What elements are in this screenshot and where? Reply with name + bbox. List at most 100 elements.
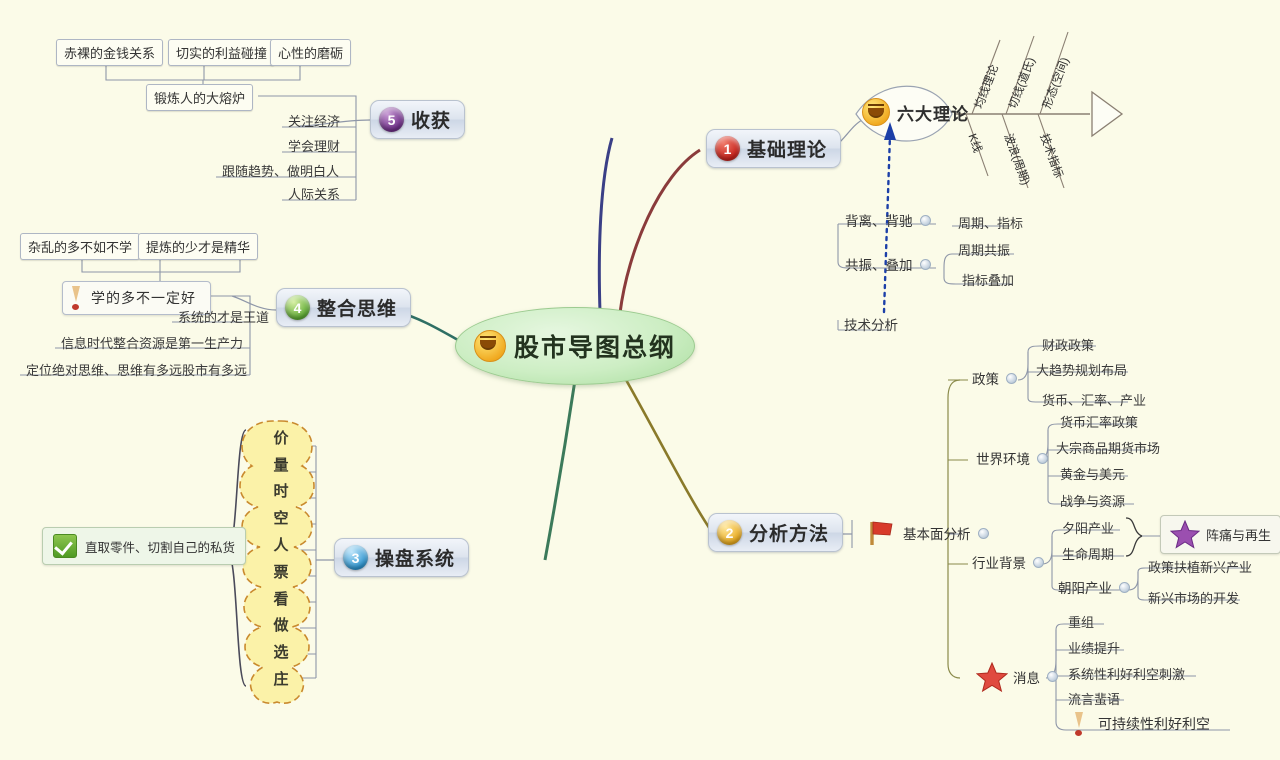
integration-leaf-2[interactable]: 信息时代整合资源是第一生产力 — [61, 336, 244, 351]
harvest-top-box-3[interactable]: 心性的磨砺 — [270, 39, 352, 66]
branch-badge: 2 — [717, 520, 742, 545]
branch-integration-label: 整合思维 — [317, 299, 398, 320]
tech-row-2[interactable]: 共振、叠加 — [845, 254, 931, 274]
red-flag-icon — [866, 520, 896, 546]
fundamental-analysis-label: 基本面分析 — [903, 527, 971, 542]
group-policy[interactable]: 政策 — [972, 368, 1017, 388]
branch-basic-theory[interactable]: 1 基础理论 — [706, 129, 842, 168]
branch-analysis-method-label: 分析方法 — [749, 524, 830, 545]
cloud-item-10: 庄 — [273, 671, 289, 689]
news-child-3[interactable]: 系统性利好利空刺激 — [1068, 667, 1186, 682]
trading-system-cloud[interactable]: 价 量 时 空 人 票 看 做 选 庄 — [248, 418, 314, 698]
green-check-icon — [53, 534, 77, 558]
news-child-1[interactable]: 重组 — [1068, 615, 1095, 630]
fishbone-bottom-3[interactable]: 技术指标 — [1037, 132, 1065, 180]
sunset-note-label: 阵痛与再生 — [1206, 528, 1272, 543]
harvest-leaf-3[interactable]: 跟随趋势、做明白人 — [222, 164, 340, 179]
bullet-dot-icon — [1006, 372, 1017, 384]
integration-leaf-1[interactable]: 系统的才是王道 — [178, 310, 270, 325]
branch-trading-system[interactable]: 3 操盘系统 — [334, 538, 470, 577]
branch-harvest[interactable]: 5 收获 — [370, 100, 466, 139]
branch-harvest-label: 收获 — [411, 111, 452, 132]
harvest-leaf-1[interactable]: 关注经济 — [288, 114, 341, 129]
tech-row-1-child-1[interactable]: 周期、指标 — [958, 216, 1024, 231]
trading-system-note-label: 直取零件、切割自己的私货 — [85, 540, 236, 555]
world-env-child-3[interactable]: 黄金与美元 — [1060, 467, 1126, 482]
news-node[interactable]: 消息 — [975, 661, 1058, 693]
branch-trading-system-label: 操盘系统 — [375, 549, 456, 570]
world-env-child-2[interactable]: 大宗商品期货市场 — [1056, 441, 1161, 456]
news-child-2[interactable]: 业绩提升 — [1068, 641, 1121, 656]
industry-child-2[interactable]: 生命周期 — [1062, 547, 1115, 562]
branch-analysis-method[interactable]: 2 分析方法 — [708, 513, 844, 552]
tech-row-1[interactable]: 背离、背驰 — [845, 210, 931, 230]
tech-row-2-child-2[interactable]: 指标叠加 — [962, 273, 1015, 288]
cloud-item-3: 时 — [273, 483, 289, 501]
cloud-item-6: 票 — [273, 563, 289, 581]
branch-integration[interactable]: 4 整合思维 — [276, 288, 412, 327]
fishbone-top-2[interactable]: 切线(道氏) — [1007, 56, 1038, 111]
integration-parent-label: 学的多不一定好 — [91, 290, 196, 306]
cloud-item-1: 价 — [273, 429, 289, 447]
cloud-item-8: 做 — [273, 617, 289, 635]
cloud-item-5: 人 — [273, 537, 289, 555]
fishbone-bottom-2[interactable]: 波浪(周期) — [1001, 132, 1032, 187]
branch-badge: 3 — [343, 545, 368, 570]
industry-child-3-label: 朝阳产业 — [1058, 581, 1112, 596]
exclamation-icon — [71, 286, 81, 310]
integration-leaf-3[interactable]: 定位绝对思维、思维有多远股市有多远 — [26, 363, 248, 378]
bullet-dot-icon — [1047, 671, 1058, 682]
news-warning-label: 可持续性利好利空 — [1098, 716, 1210, 732]
harvest-parent-box[interactable]: 锻炼人的大熔炉 — [146, 84, 254, 111]
fundamental-analysis-node[interactable]: 基本面分析 — [866, 520, 989, 546]
purple-star-icon — [1169, 519, 1201, 549]
harvest-top-box-1[interactable]: 赤裸的金钱关系 — [56, 39, 164, 66]
bullet-dot-icon — [1033, 556, 1044, 568]
policy-child-1[interactable]: 财政政策 — [1042, 338, 1095, 353]
bullet-dot-icon — [919, 214, 931, 226]
fishbone-bottom-1[interactable]: K线 — [965, 132, 984, 155]
cloud-item-9: 选 — [273, 644, 289, 662]
sunrise-child-2[interactable]: 新兴市场的开发 — [1148, 591, 1240, 606]
harvest-leaf-2[interactable]: 学会理财 — [288, 139, 341, 154]
world-env-child-1[interactable]: 货币汇率政策 — [1060, 415, 1139, 430]
group-world-env-label: 世界环境 — [976, 452, 1030, 467]
trading-system-note[interactable]: 直取零件、切割自己的私货 — [42, 527, 247, 565]
group-industry-label: 行业背景 — [972, 556, 1026, 571]
harvest-top-box-2[interactable]: 切实的利益碰撞 — [168, 39, 276, 66]
group-world-env[interactable]: 世界环境 — [976, 448, 1048, 468]
fishbone-top-3[interactable]: 形态(空间) — [1041, 56, 1072, 111]
bullet-dot-icon — [1037, 452, 1048, 464]
branch-basic-theory-label: 基础理论 — [747, 140, 828, 161]
bullet-dot-icon — [977, 527, 989, 539]
news-child-4[interactable]: 流言蜚语 — [1068, 692, 1121, 707]
integration-top-box-1[interactable]: 杂乱的多不如不学 — [20, 233, 141, 260]
news-warning[interactable]: 可持续性利好利空 — [1074, 712, 1210, 736]
policy-child-3[interactable]: 货币、汇率、产业 — [1042, 393, 1147, 408]
central-topic[interactable]: 股市导图总纲 — [455, 307, 695, 385]
smiley-icon — [473, 330, 506, 362]
group-industry[interactable]: 行业背景 — [972, 552, 1044, 572]
bullet-dot-icon — [1119, 581, 1130, 593]
cloud-item-2: 量 — [273, 456, 289, 474]
policy-child-2[interactable]: 大趋势规划布局 — [1036, 363, 1128, 378]
sunrise-child-1[interactable]: 政策扶植新兴产业 — [1148, 560, 1253, 575]
branch-badge: 5 — [379, 107, 404, 132]
smiley-icon — [862, 98, 890, 126]
technical-analysis-label[interactable]: 技术分析 — [844, 318, 898, 333]
industry-child-3[interactable]: 朝阳产业 — [1058, 577, 1130, 597]
exclamation-icon — [1074, 712, 1084, 736]
six-theories-node[interactable]: 六大理论 — [862, 98, 969, 126]
tech-row-2-child-1[interactable]: 周期共振 — [958, 243, 1011, 258]
integration-parent-box[interactable]: 学的多不一定好 — [62, 281, 211, 315]
cloud-item-7: 看 — [273, 590, 289, 608]
branch-badge: 1 — [715, 136, 740, 161]
industry-child-1[interactable]: 夕阳产业 — [1062, 521, 1115, 536]
harvest-leaf-4[interactable]: 人际关系 — [288, 187, 341, 202]
world-env-child-4[interactable]: 战争与资源 — [1060, 494, 1126, 509]
integration-top-box-2[interactable]: 提炼的少才是精华 — [138, 233, 259, 260]
sunset-note[interactable]: 阵痛与再生 — [1160, 515, 1280, 554]
fishbone-top-1[interactable]: 均线理论 — [973, 63, 1002, 111]
branch-badge: 4 — [285, 295, 310, 320]
